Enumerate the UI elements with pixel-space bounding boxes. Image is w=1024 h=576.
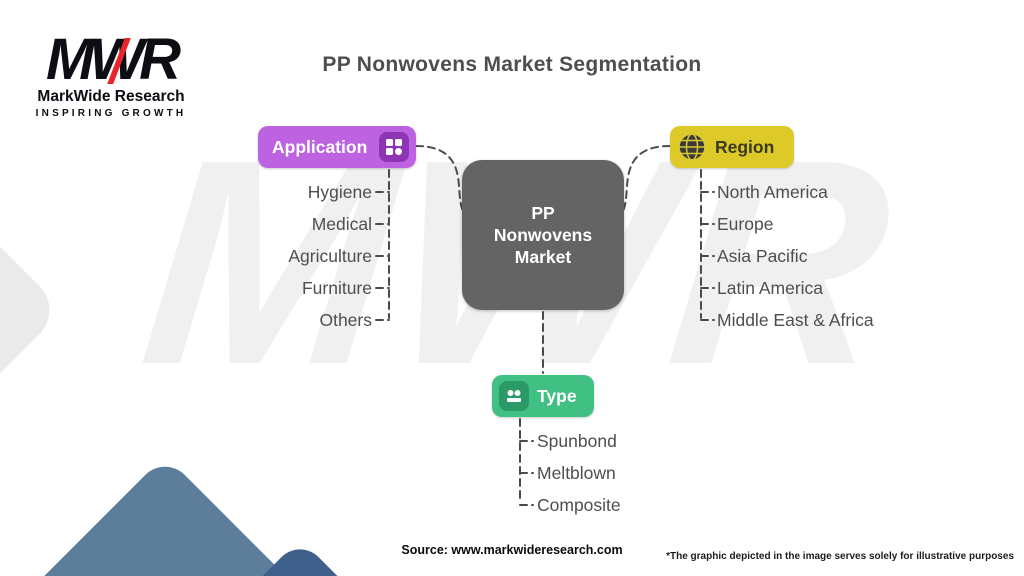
- type-item: Meltblown: [537, 463, 616, 483]
- machine-icon: [499, 381, 529, 411]
- region-label: Region: [715, 136, 775, 157]
- application-item: Agriculture: [288, 246, 372, 266]
- type-item: Spunbond: [537, 431, 617, 451]
- application-icon: [379, 132, 409, 162]
- markwide-logo: MWR MarkWide Research INSPIRING GROWTH: [30, 31, 192, 120]
- application-item: Medical: [311, 214, 372, 234]
- region-item: Middle East & Africa: [717, 310, 874, 330]
- application-item: Hygiene: [307, 182, 372, 202]
- application-to-center-connector: [415, 145, 464, 212]
- application-branch-node: Application: [258, 126, 416, 168]
- region-list-ticks: [700, 191, 715, 321]
- type-item: Composite: [537, 495, 621, 515]
- region-item: Europe: [717, 214, 774, 234]
- center-line-3: Market: [514, 247, 572, 267]
- application-item: Others: [319, 310, 372, 330]
- region-branch-node: Region: [670, 126, 794, 168]
- central-market-node: PP Nonwovens Market: [462, 160, 624, 310]
- center-line-1: PP: [531, 203, 555, 223]
- region-to-center-connector: [622, 145, 671, 212]
- logo-company-name: MarkWide Research: [37, 88, 185, 106]
- type-label: Type: [537, 385, 577, 406]
- logo-tagline: INSPIRING GROWTH: [35, 108, 187, 120]
- application-list-ticks: [375, 191, 390, 321]
- application-label: Application: [272, 136, 368, 157]
- globe-icon: [677, 132, 707, 162]
- disclaimer-note: *The graphic depicted in the image serve…: [666, 551, 1014, 562]
- center-line-2: Nonwovens: [493, 225, 593, 245]
- type-list-ticks: [519, 440, 534, 506]
- application-item: Furniture: [301, 278, 372, 298]
- source-credit: Source: www.markwideresearch.com: [401, 543, 623, 557]
- logo-mwr-mark: MWR: [30, 31, 192, 89]
- region-item: Asia Pacific: [717, 246, 808, 266]
- type-branch-node: Type: [492, 375, 594, 417]
- region-item: Latin America: [717, 278, 824, 298]
- region-item: North America: [717, 182, 828, 202]
- page-title: PP Nonwovens Market Segmentation: [322, 53, 702, 76]
